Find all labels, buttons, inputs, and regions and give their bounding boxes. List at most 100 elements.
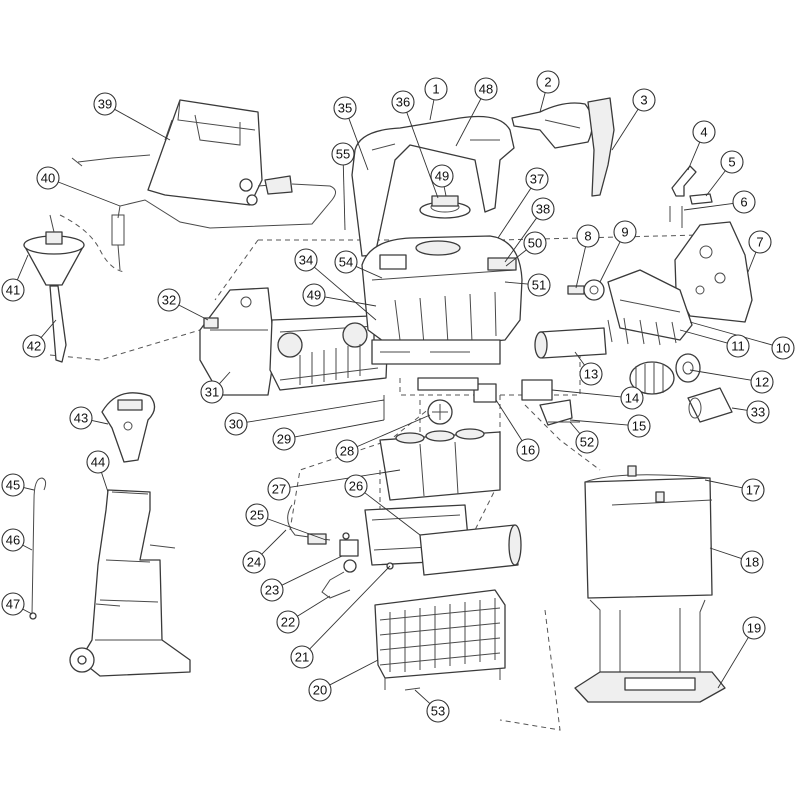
- callout-19: 19: [742, 616, 766, 640]
- leader-line-17: [704, 479, 743, 489]
- callout-25: 25: [245, 503, 269, 527]
- brush-drum-part: [534, 327, 607, 359]
- leader-line-31: [219, 371, 231, 385]
- callout-number: 39: [98, 97, 112, 112]
- callout-36: 36: [391, 90, 415, 114]
- callout-55: 55: [331, 142, 355, 166]
- leader-line-13: [574, 351, 585, 366]
- leader-line-5: [705, 170, 726, 197]
- leader-line-28: [356, 414, 431, 448]
- leader-line-34: [314, 266, 377, 321]
- callout-number: 5: [728, 155, 735, 170]
- callout-number: 15: [632, 419, 646, 434]
- callout-9: 9: [613, 220, 637, 244]
- leader-line-27: [289, 469, 401, 488]
- callout-circle: [426, 699, 450, 723]
- callout-circle: [290, 645, 314, 669]
- callout-number: 26: [349, 479, 363, 494]
- swivel-part: [23, 214, 85, 363]
- callout-number: 55: [336, 147, 350, 162]
- callout-24: 24: [242, 550, 266, 574]
- callout-circle: [334, 250, 358, 274]
- leader-line-12: [689, 369, 752, 381]
- callout-number: 8: [584, 229, 591, 244]
- callout-circle: [741, 478, 765, 502]
- callout-number: 20: [313, 683, 327, 698]
- callout-number: 4: [700, 125, 707, 140]
- remote-control-part: [101, 392, 156, 463]
- filter-bag-part: [584, 465, 713, 680]
- callout-number: 13: [584, 367, 598, 382]
- callout-number: 40: [41, 171, 55, 186]
- callout-11: 11: [726, 334, 750, 358]
- callout-number: 42: [27, 339, 41, 354]
- callout-48: 48: [474, 77, 498, 101]
- leader-line-44: [101, 472, 109, 493]
- callout-number: 25: [250, 508, 264, 523]
- callout-number: 51: [532, 278, 546, 293]
- callout-circle: [335, 439, 359, 463]
- leader-line-8: [575, 246, 586, 289]
- callout-23: 23: [260, 578, 284, 602]
- callout-15: 15: [627, 414, 651, 438]
- callout-43: 43: [69, 406, 93, 430]
- callout-number: 50: [528, 236, 542, 251]
- leader-line-52: [569, 421, 581, 434]
- callout-circle: [302, 283, 326, 307]
- callout-45: 45: [1, 473, 25, 497]
- callout-number: 28: [340, 444, 354, 459]
- callout-circle: [308, 678, 332, 702]
- pulley-part: [567, 279, 605, 301]
- callout-21: 21: [290, 645, 314, 669]
- bracket-parts: [417, 377, 580, 426]
- callout-number: 29: [277, 432, 291, 447]
- callout-17: 17: [741, 478, 765, 502]
- callout-circle: [294, 248, 318, 272]
- callout-number: 35: [338, 101, 352, 116]
- callout-12: 12: [750, 370, 774, 394]
- leader-line-1: [429, 99, 435, 121]
- callout-circle: [525, 167, 549, 191]
- callout-20: 20: [308, 678, 332, 702]
- callout-54: 54: [334, 250, 358, 274]
- callout-number: 14: [625, 391, 639, 406]
- power-cable-part: [111, 175, 336, 271]
- callout-33: 33: [746, 400, 770, 424]
- right-side-plate-part: [674, 221, 753, 323]
- callout-circle: [750, 370, 774, 394]
- callout-circle: [424, 77, 448, 101]
- callout-number: 17: [746, 483, 760, 498]
- leader-line-9: [599, 241, 621, 283]
- leader-line-22: [297, 595, 331, 617]
- callout-number: 45: [6, 478, 20, 493]
- callout-39: 39: [93, 92, 117, 116]
- callout-number: 18: [745, 555, 759, 570]
- callout-number: 41: [6, 283, 20, 298]
- callout-number: 48: [479, 82, 493, 97]
- callout-41: 41: [1, 278, 25, 302]
- leader-line-15: [569, 419, 629, 426]
- callout-40: 40: [36, 166, 60, 190]
- callout-number: 3: [640, 93, 647, 108]
- clip-hardware-part: [669, 165, 713, 228]
- callout-6: 6: [732, 190, 756, 214]
- callout-circle: [242, 550, 266, 574]
- leader-line-19: [717, 637, 749, 689]
- callout-number: 1: [432, 82, 439, 97]
- leader-line-18: [709, 547, 742, 559]
- callout-circle: [200, 380, 224, 404]
- leader-line-24: [261, 529, 287, 555]
- leader-line-53: [414, 689, 431, 704]
- callout-circle: [771, 336, 795, 360]
- callout-circle: [732, 190, 756, 214]
- callout-circle: [1, 592, 25, 616]
- callout-circle: [531, 197, 555, 221]
- callout-circle: [474, 77, 498, 101]
- callout-number: 52: [580, 435, 594, 450]
- leader-line-2: [539, 92, 546, 113]
- leader-line-16: [495, 399, 523, 441]
- leader-line-36: [406, 112, 439, 199]
- callout-circle: [746, 400, 770, 424]
- leader-line-49: [324, 296, 377, 307]
- leader-line-38: [504, 217, 537, 263]
